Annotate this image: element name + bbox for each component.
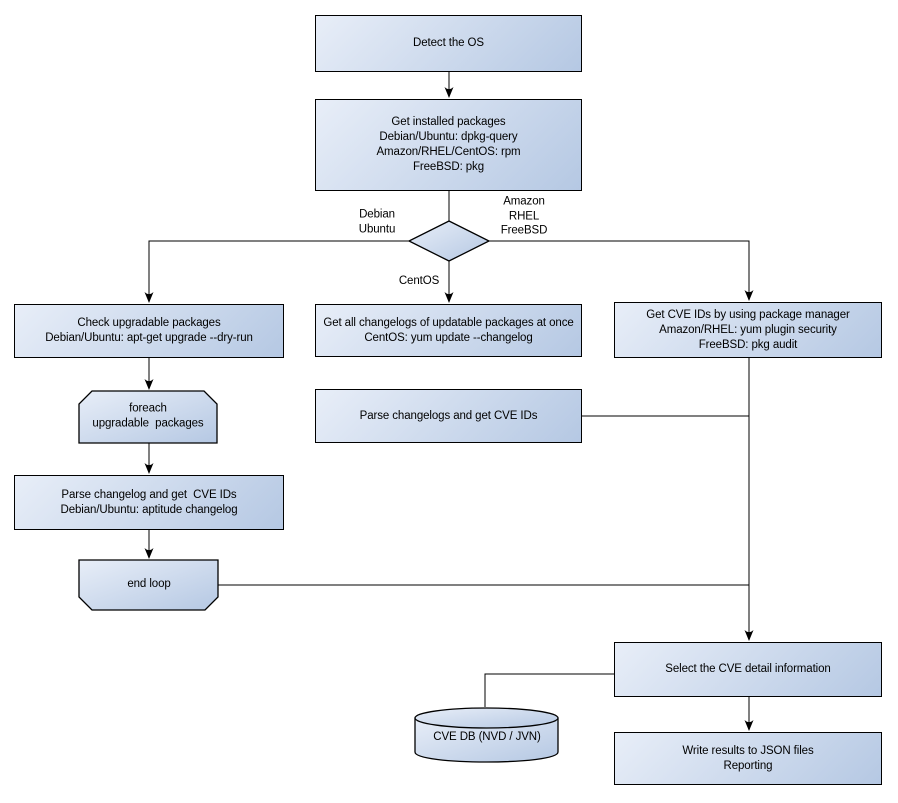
- node-select-cve-detail-label: Select the CVE detail information: [665, 663, 831, 675]
- node-get-all-changelogs: Get all changelogs of updatable packages…: [315, 304, 582, 357]
- branch-label-centos: CentOS: [398, 274, 440, 287]
- cve-db-cylinder-top: [414, 707, 559, 729]
- cve-db-label: CVE DB (NVD / JVN): [433, 730, 541, 743]
- node-get-installed-packages: Get installed packages Debian/Ubuntu: dp…: [315, 99, 582, 191]
- connector-decision-debian-branch: [144, 240, 409, 303]
- node-get-installed-packages-label: Get installed packages Debian/Ubuntu: dp…: [376, 116, 521, 173]
- decision-diamond: [407, 220, 491, 262]
- end-loop-label: end loop: [127, 577, 171, 590]
- node-get-all-changelogs-label: Get all changelogs of updatable packages…: [323, 316, 574, 344]
- connector-select-to-cvedb: [484, 673, 614, 707]
- foreach-loop-shape: [78, 390, 218, 444]
- cve-db-cylinder-body: [414, 718, 559, 763]
- end-loop-shape: [78, 559, 219, 611]
- node-parse-changelogs-centos: Parse changelogs and get CVE IDs: [315, 389, 582, 443]
- node-parse-changelog-debian-label: Parse changelog and get CVE IDs Debian/U…: [60, 488, 238, 516]
- node-write-results-label: Write results to JSON files Reporting: [682, 744, 814, 772]
- node-parse-changelogs-centos-label: Parse changelogs and get CVE IDs: [359, 409, 538, 422]
- branch-label-debian-ubuntu: Debian Ubuntu: [358, 208, 396, 236]
- node-write-results: Write results to JSON files Reporting: [614, 732, 882, 785]
- branch-label-amazon-rhel-freebsd: Amazon RHEL FreeBSD: [500, 195, 548, 237]
- node-get-cve-ids-pkg-manager-label: Get CVE IDs by using package manager Ama…: [646, 308, 850, 351]
- node-parse-changelog-debian: Parse changelog and get CVE IDs Debian/U…: [14, 475, 284, 530]
- node-check-upgradable-packages-label: Check upgradable packages Debian/Ubuntu:…: [45, 317, 253, 344]
- node-detect-os-label: Detect the OS: [413, 37, 484, 49]
- foreach-loop-label: foreach upgradable packages: [92, 402, 204, 430]
- node-detect-os: Detect the OS: [315, 15, 582, 72]
- node-select-cve-detail: Select the CVE detail information: [614, 642, 882, 697]
- node-get-cve-ids-pkg-manager: Get CVE IDs by using package manager Ama…: [614, 302, 882, 358]
- connector-decision-amazon-branch: [489, 240, 754, 301]
- node-check-upgradable-packages: Check upgradable packages Debian/Ubuntu:…: [14, 304, 284, 358]
